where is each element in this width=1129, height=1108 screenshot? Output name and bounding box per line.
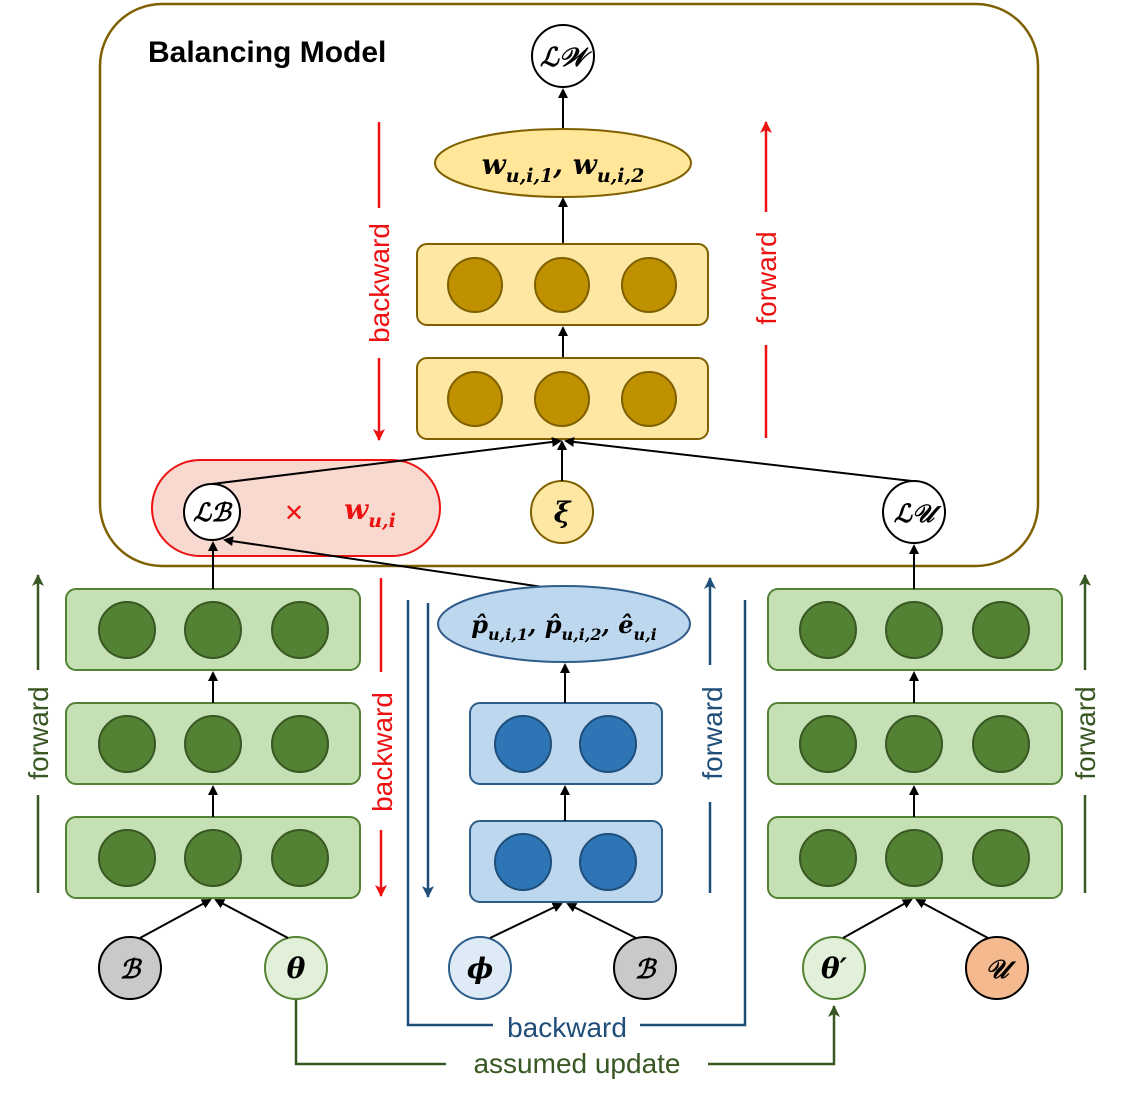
input-phi-label: ϕ xyxy=(467,952,493,985)
backward-bracket-bottom xyxy=(406,600,747,1027)
green-neuron xyxy=(98,601,156,659)
arrow-b-left-to-layer xyxy=(139,899,212,939)
green-neuron xyxy=(98,715,156,773)
input-b-left-node xyxy=(98,936,162,1000)
loss-b-label: ℒℬ xyxy=(193,498,233,527)
arrow-u-to-layer xyxy=(915,899,989,939)
green-neuron xyxy=(799,829,857,887)
blue-neuron xyxy=(579,833,637,891)
input-b-mid-node xyxy=(613,936,677,1000)
balancing-model-title: Balancing Model xyxy=(148,36,386,69)
arrow-loss-b-to-gold xyxy=(211,437,562,485)
green-neuron xyxy=(885,829,943,887)
input-b-mid-label: ℬ xyxy=(635,955,658,985)
blue-neuron xyxy=(494,833,552,891)
multiply-icon: ✕ xyxy=(284,499,304,527)
backward-label-bottom: backward xyxy=(507,1012,627,1043)
prediction-label: p̂u,i,1, p̂u,i,2, êu,i xyxy=(471,610,657,644)
backward-label-top: backward xyxy=(364,223,395,343)
input-phi-node xyxy=(448,936,512,1000)
loss-w-label: ℒ𝒲 xyxy=(540,43,593,73)
green-neuron xyxy=(271,829,329,887)
weights-output-label: wu,i,1, wu,i,2 xyxy=(482,148,645,187)
green-neuron xyxy=(972,715,1030,773)
input-u-node xyxy=(965,936,1029,1000)
gold-neuron xyxy=(447,257,503,313)
gold-neuron xyxy=(621,257,677,313)
green-neuron xyxy=(271,715,329,773)
arrow-phi-to-layer xyxy=(489,902,563,939)
arrow-theta-prime-to-layer xyxy=(842,899,913,939)
loss-u-label: ℒ𝒰 xyxy=(894,499,942,528)
gold-neuron xyxy=(447,371,503,427)
loss-u-node xyxy=(882,480,946,544)
arrow-b-mid-to-layer xyxy=(566,903,637,939)
green-neuron xyxy=(184,829,242,887)
balancing-model-container xyxy=(98,2,1040,568)
green-neuron xyxy=(972,829,1030,887)
backward-label-mid: backward xyxy=(367,692,398,812)
weight-label: wu,i xyxy=(344,493,396,532)
green-neuron xyxy=(885,601,943,659)
input-theta-label: θ xyxy=(287,952,306,985)
green-neuron xyxy=(799,715,857,773)
blue-neuron xyxy=(579,715,637,773)
input-b-left-label: ℬ xyxy=(120,955,143,985)
xi-label: ξ xyxy=(554,496,572,529)
green-neuron xyxy=(184,601,242,659)
arrow-theta-to-layer xyxy=(214,899,289,939)
green-neuron xyxy=(98,829,156,887)
assumed-update-label: assumed update xyxy=(473,1048,680,1079)
green-neuron xyxy=(972,601,1030,659)
assumed-update-bracket xyxy=(294,1000,834,1066)
forward-label-right: forward xyxy=(1070,686,1101,779)
arrow-loss-u-to-gold xyxy=(564,436,913,482)
gold-neuron xyxy=(534,257,590,313)
forward-label-top: forward xyxy=(751,231,782,324)
forward-label-left: forward xyxy=(23,686,54,779)
forward-label-mid: forward xyxy=(697,686,728,779)
green-neuron xyxy=(885,715,943,773)
loss-w-node xyxy=(531,24,595,88)
prediction-ellipse xyxy=(437,585,691,663)
green-neuron xyxy=(271,601,329,659)
arrow-prediction-to-loss-b xyxy=(223,536,557,590)
green-neuron xyxy=(799,601,857,659)
green-neuron xyxy=(184,715,242,773)
gold-neuron xyxy=(534,371,590,427)
gold-neuron xyxy=(621,371,677,427)
blue-neuron xyxy=(494,715,552,773)
input-theta-node xyxy=(264,936,328,1000)
input-theta-prime-label: θ′ xyxy=(821,952,848,985)
